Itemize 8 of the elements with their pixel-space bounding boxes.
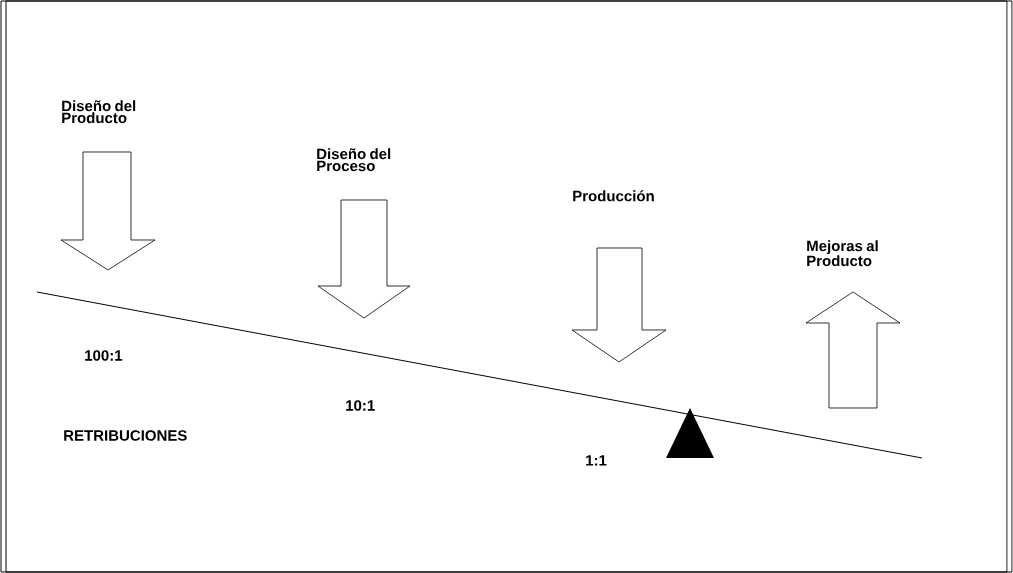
ratio-label: 100:1 xyxy=(85,350,123,361)
ratio-label: 1:1 xyxy=(586,455,607,466)
arrow-caption: Diseño del Producto xyxy=(62,100,136,124)
arrow-caption: Producción xyxy=(573,190,654,202)
arrow-caption: Diseño del Proceso xyxy=(317,148,391,172)
arrow-caption: Mejoras al Producto xyxy=(807,240,878,267)
ratio-label: RETRIBUCIONES xyxy=(64,430,187,441)
ratio-label: 10:1 xyxy=(346,400,375,411)
